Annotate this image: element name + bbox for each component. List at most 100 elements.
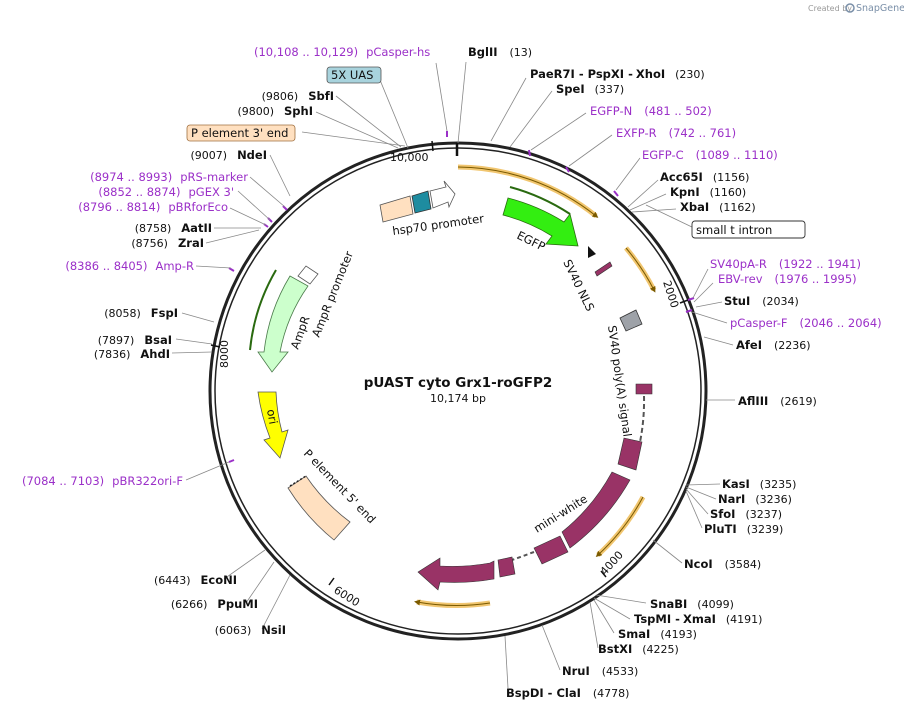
site-econi: (6443)EcoNI [154,573,237,587]
tick-4000 [600,570,607,578]
site-xbai: XbaI(1162) [680,200,756,214]
tick-8000 [210,344,221,348]
leader-sphi [315,111,399,149]
primer-sv40pa-r: SV40pA-R(1922 .. 1941) [710,257,861,271]
primer-egfp-c: EGFP-C(1089 .. 1110) [642,148,778,162]
egfp-orf-line [509,186,571,215]
orf-arrow-3-line [595,496,644,558]
site-bsai: (7897)BsaI [98,333,172,347]
site-nari: NarI(3236) [718,492,792,506]
credit-created-by: Created by [808,4,852,13]
site-bspdi-clai: BspDI-ClaI(4778) [506,686,629,700]
mini-white-exon-4 [533,535,569,565]
primer-amp-r: (8386 .. 8405)Amp-R [65,259,194,273]
leader-pcasper-hs [435,62,448,132]
primer-egfp-n: EGFP-N(481 .. 502) [590,104,712,118]
leader-egfp-c [615,157,641,191]
primer-prs-marker: (8974 .. 8993)pRS-marker [90,170,248,184]
site-afei: AfeI(2236) [736,338,811,352]
feature-p5: P element 5' end [287,446,379,541]
tick-label-2000: 2000 [660,279,681,310]
mini-white-exon-5 [497,556,516,578]
credit-brand: SnapGene [856,3,904,14]
orf-arrow-4-line [414,599,491,606]
primer-pbr322ori-f: (7084 .. 7103)pBR322ori-F [22,474,183,488]
leader-spei [509,90,553,148]
primer-pgex3: (8852 .. 8874)pGEX 3' [98,185,234,199]
ampr-promoter-label: AmpR promoter [309,249,356,339]
sv40-polya-label: SV40 poly(A) signal [605,324,634,437]
orf-arrow-2-line [625,247,656,293]
leader-uas [379,79,409,149]
leader-pbr322ori-f [185,461,230,481]
leader-afei [703,336,734,346]
snapgene-credit: Created by SnapGene [808,3,904,14]
tick-10000 [431,140,434,152]
site-nsii: (6063)NsiI [215,623,286,637]
uas-label: 5X UAS [331,68,373,82]
feature-hsp70-block: hsp70 promoter [379,180,485,238]
small-t-label-box: small t intron [691,220,806,239]
ori-arrow [257,391,289,459]
uas-label-box: 5X UAS [326,66,382,84]
mini-white-exon-6-arrow [417,557,495,591]
tick-label-8000: 8000 [218,340,231,368]
sv40-nls-mark [588,246,596,258]
feature-ampr: AmpR AmpR promoter [249,249,356,373]
site-zrai: (8756)ZraI [131,236,204,250]
leader-zrai [205,229,260,244]
leader-xmai [593,597,631,620]
sv40-nls-label: SV40 NLS [560,257,597,313]
site-spei: SpeI(337) [556,82,624,96]
leader-bsai [175,338,213,345]
primer-ebv-rev: EBV-rev(1976 .. 1995) [718,272,857,286]
leader-fspi [181,312,215,323]
leader-pgex3 [237,190,271,221]
primer-mark-egfp-c [613,190,619,197]
site-pluti: PluTI(3239) [704,522,783,536]
snapgene-logo-icon [845,3,855,13]
primer-mark-exfp-r [565,166,570,173]
leader-sbfi [335,95,402,148]
primer-exfp-r: EXFP-R(742 .. 761) [616,126,736,140]
plasmid-title: pUAST cyto Grx1-roGFP2 [364,375,553,391]
orf-arrow-1-line [457,166,599,218]
site-snabi: SnaBI(4099) [650,597,734,611]
leader-exfp-r [568,134,613,167]
mini-white-exon-2 [617,437,643,471]
leader-small-t [645,204,695,229]
primer-mark-sv40pa-r [687,297,695,301]
p5-block [287,475,351,541]
leader-ppumi [245,561,275,604]
tick-6000 [328,577,335,586]
site-ppumi: (6266)PpuMI [171,597,258,611]
site-sfoi: SfoI(3237) [710,507,782,521]
site-tspmi-xmai: TspMI-XmaI(4191) [634,612,762,626]
primer-labels-left: (8974 .. 8993)pRS-marker (8852 .. 8874)p… [22,170,248,488]
site-bstxi: BstXI(4225) [598,642,679,656]
leader-nsii [261,574,291,630]
primer-mark-pcasper-f [685,309,693,313]
primer-mark-amp-r [228,267,235,272]
leader-egfp-n [530,112,587,151]
primer-pcasper-f: pCasper-F(2046 .. 2064) [730,316,882,330]
site-sphi: (9800)SphI [237,104,313,118]
sv40-nls-block [594,261,613,277]
leader-clai [504,635,509,689]
hsp70-arrow [429,180,456,209]
leader-nrui [541,624,561,671]
site-nrui: NruI(4533) [562,664,638,678]
egfp-arrow [502,197,579,247]
leader-lines [171,61,735,689]
tick-label-10000: 10,000 [390,151,429,164]
leader-bglii [457,61,467,144]
feature-ori: ori [257,391,289,459]
small-t-label: small t intron [696,223,772,237]
ampr-arrow [257,275,309,373]
mini-white-intron-2 [511,551,535,561]
leader-prs-marker [249,176,286,208]
orf-arrow-2 [624,246,657,292]
leader-xhoi [490,77,527,142]
site-kasi: KasI(3235) [722,477,796,491]
egfp-label: EGFP [515,228,548,254]
